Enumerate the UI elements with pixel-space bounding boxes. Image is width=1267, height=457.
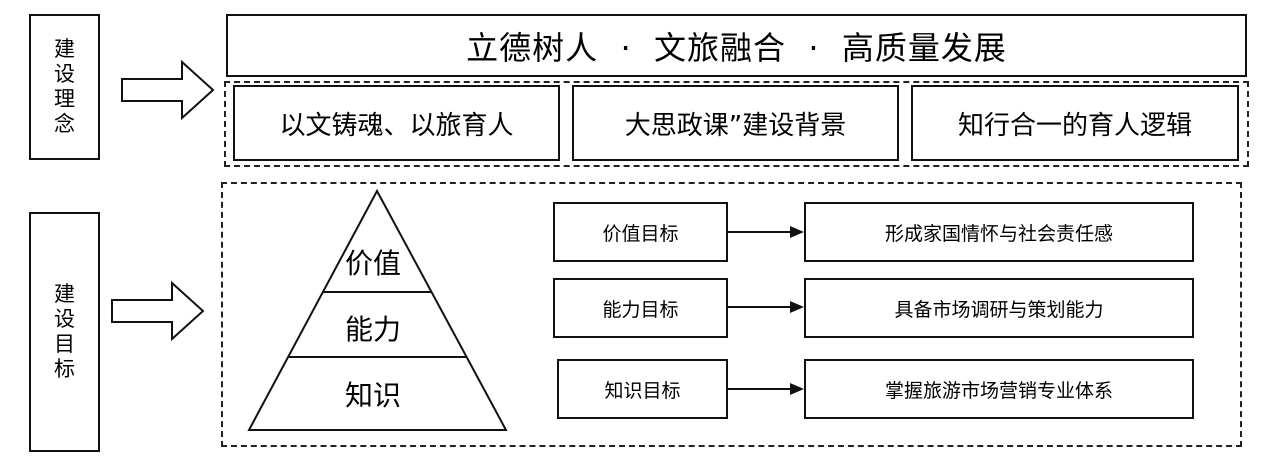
goal-side-label-text: 建设目标 — [54, 282, 75, 381]
concept-item-3-text: 知行合一的育人逻辑 — [957, 110, 1192, 141]
result-box-value: 形成家国情怀与社会责任感 — [804, 202, 1194, 262]
goal-hollow-arrow — [111, 280, 205, 342]
result-value-text: 形成家国情怀与社会责任感 — [884, 222, 1113, 245]
goal-frame — [221, 182, 1242, 447]
concept-item-1: 以文铸魂、以旅育人 — [233, 85, 560, 161]
arrow-head-2 — [790, 301, 804, 313]
goal-value-text: 价值目标 — [602, 222, 679, 245]
concept-title: 立德树人 · 文旅融合 · 高质量发展 — [466, 28, 1007, 67]
pyramid-label-knowledge: 知识 — [345, 379, 402, 412]
concept-hollow-arrow — [121, 59, 215, 121]
goal-box-ability: 能力目标 — [553, 278, 728, 338]
pyramid-label-value: 价值 — [345, 247, 402, 280]
concept-item-2: 大思政课”建设背景 — [572, 85, 899, 161]
result-ability-text: 具备市场调研与策划能力 — [894, 298, 1104, 321]
pyramid — [247, 188, 508, 431]
concept-title-box: 立德树人 · 文旅融合 · 高质量发展 — [226, 14, 1247, 77]
goal-knowledge-text: 知识目标 — [604, 379, 681, 402]
arrow-head-1 — [790, 226, 804, 238]
pyramid-label-ability: 能力 — [345, 313, 402, 346]
concept-item-3: 知行合一的育人逻辑 — [911, 85, 1239, 161]
result-box-ability: 具备市场调研与策划能力 — [804, 278, 1194, 338]
concept-side-label: 建设理念 — [29, 14, 100, 160]
goal-box-knowledge: 知识目标 — [557, 359, 728, 419]
concept-items-frame — [224, 81, 1249, 167]
concept-item-1-text: 以文铸魂、以旅育人 — [279, 110, 514, 141]
concept-item-2-text: 大思政课”建设背景 — [624, 110, 847, 141]
goal-box-value: 价值目标 — [553, 202, 728, 262]
concept-side-label-text: 建设理念 — [54, 37, 75, 136]
result-box-knowledge: 掌握旅游市场营销专业体系 — [804, 359, 1194, 419]
goal-ability-text: 能力目标 — [602, 298, 679, 321]
result-knowledge-text: 掌握旅游市场营销专业体系 — [884, 379, 1113, 402]
arrow-head-3 — [790, 383, 804, 395]
goal-side-label: 建设目标 — [29, 212, 100, 452]
